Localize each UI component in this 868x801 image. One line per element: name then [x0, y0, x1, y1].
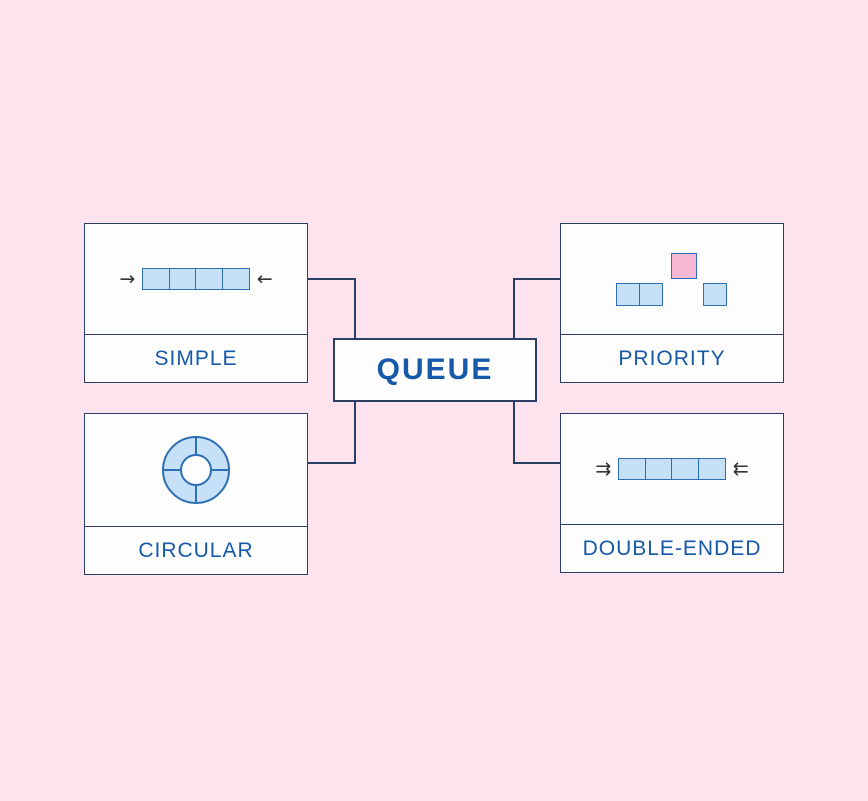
priority-queue-node: PRIORITY	[560, 223, 784, 383]
queue-cell	[644, 458, 673, 480]
queue-cells	[618, 458, 726, 480]
connector-deque-stub	[513, 462, 561, 464]
priority-cells	[616, 252, 728, 306]
queue-cell	[195, 268, 224, 290]
deque-label: DOUBLE-ENDED	[561, 524, 783, 572]
priority-queue-label: PRIORITY	[561, 334, 783, 382]
circular-queue-node: CIRCULAR	[84, 413, 308, 575]
queue-center-node: QUEUE	[333, 338, 537, 402]
queue-cells	[142, 268, 250, 290]
donut-ring-icon	[162, 436, 230, 504]
queue-cell	[616, 282, 640, 306]
queue-cell	[168, 268, 197, 290]
connector-circular-stub	[308, 462, 356, 464]
queue-cell	[618, 458, 647, 480]
circular-queue-icon	[85, 414, 307, 526]
double-arrow-right-icon: ⇉	[595, 457, 612, 480]
simple-queue-icon: → ←	[85, 224, 307, 334]
queue-cell	[703, 282, 727, 306]
deque-node: ⇉ ⇇ DOUBLE-ENDED	[560, 413, 784, 573]
simple-queue-node: → ← SIMPLE	[84, 223, 308, 383]
circular-queue-label: CIRCULAR	[85, 526, 307, 574]
simple-queue-label: SIMPLE	[85, 334, 307, 382]
priority-high-cell	[671, 252, 697, 279]
connector-simple-stub	[308, 278, 356, 280]
queue-cell	[142, 268, 171, 290]
arrow-right-icon: →	[119, 267, 136, 290]
priority-queue-icon	[561, 224, 783, 334]
queue-cell	[671, 458, 700, 480]
arrow-left-icon: ←	[256, 267, 273, 290]
queue-cell	[638, 282, 663, 306]
queue-cell	[697, 458, 726, 480]
queue-cell	[221, 268, 250, 290]
double-arrow-left-icon: ⇇	[732, 457, 749, 480]
connector-priority-stub	[513, 278, 561, 280]
deque-icon: ⇉ ⇇	[561, 414, 783, 524]
